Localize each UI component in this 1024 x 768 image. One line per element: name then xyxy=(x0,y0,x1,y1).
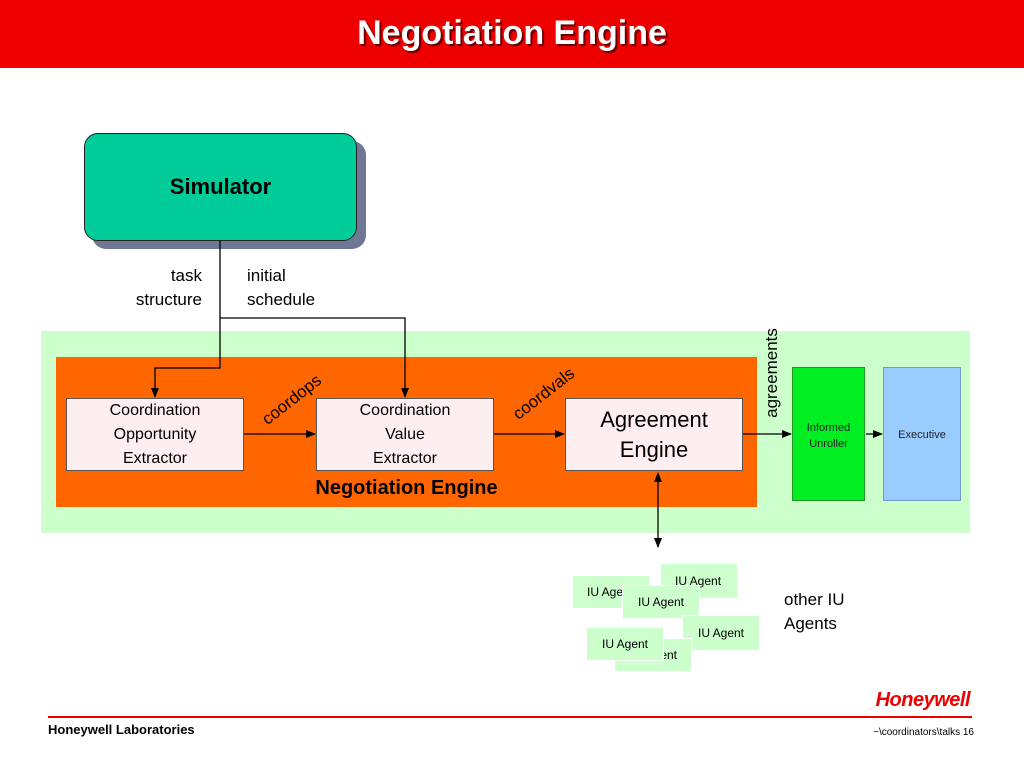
informed-unroller-line-2: Unroller xyxy=(809,438,848,450)
cve-line-1: Coordination xyxy=(359,401,451,419)
task-structure-line-1: task xyxy=(170,266,202,285)
initial-schedule-line-1: initial xyxy=(247,266,286,285)
informed-unroller-line-1: Informed xyxy=(806,422,851,434)
executive-box: Executive xyxy=(883,367,961,501)
simulator-box: Simulator xyxy=(84,133,357,241)
coordination-value-extractor-box: Coordination Value Extractor xyxy=(316,398,494,471)
honeywell-logo: Honeywell xyxy=(875,689,971,711)
title-bar xyxy=(0,0,1024,68)
footer-divider xyxy=(48,716,972,718)
coordination-opportunity-extractor-box: Coordination Opportunity Extractor xyxy=(66,398,244,471)
cve-line-2: Value xyxy=(385,425,425,443)
iu-agent-card: IU Agent xyxy=(682,615,760,651)
other-iu-agents-label: other IU Agents xyxy=(784,588,884,636)
agreement-engine-line-1: Agreement xyxy=(600,406,708,432)
coe-line-1: Coordination xyxy=(109,401,201,419)
coe-line-3: Extractor xyxy=(122,449,187,467)
footer-organization: Honeywell Laboratories xyxy=(48,722,195,737)
cve-line-3: Extractor xyxy=(372,449,437,467)
initial-schedule-label: initial schedule xyxy=(247,264,347,312)
task-structure-line-2: structure xyxy=(135,290,202,309)
slide-title: Negotiation Engine xyxy=(357,14,667,52)
other-iu-agents-line-2: Agents xyxy=(784,614,837,633)
informed-unroller-box: Informed Unroller xyxy=(792,367,865,501)
coe-line-2: Opportunity xyxy=(113,425,197,443)
iu-agent-card: IU Agent xyxy=(586,627,664,661)
initial-schedule-arrow xyxy=(220,317,409,398)
executive-label: Executive xyxy=(898,429,946,441)
negotiation-engine-label: Negotiation Engine xyxy=(315,477,498,499)
simulator-label: Simulator xyxy=(169,174,272,199)
iu-agent-card: IU Agent xyxy=(622,585,700,619)
task-structure-arrow xyxy=(151,241,221,398)
initial-schedule-line-2: schedule xyxy=(247,290,316,309)
other-iu-agents-line-1: other IU xyxy=(784,590,845,609)
agreement-engine-box: Agreement Engine xyxy=(565,398,743,471)
task-structure-label: task structure xyxy=(110,264,202,312)
footer-page-ref: ~\coordinators\talks 16 xyxy=(873,727,974,738)
agreement-engine-line-2: Engine xyxy=(619,436,689,462)
